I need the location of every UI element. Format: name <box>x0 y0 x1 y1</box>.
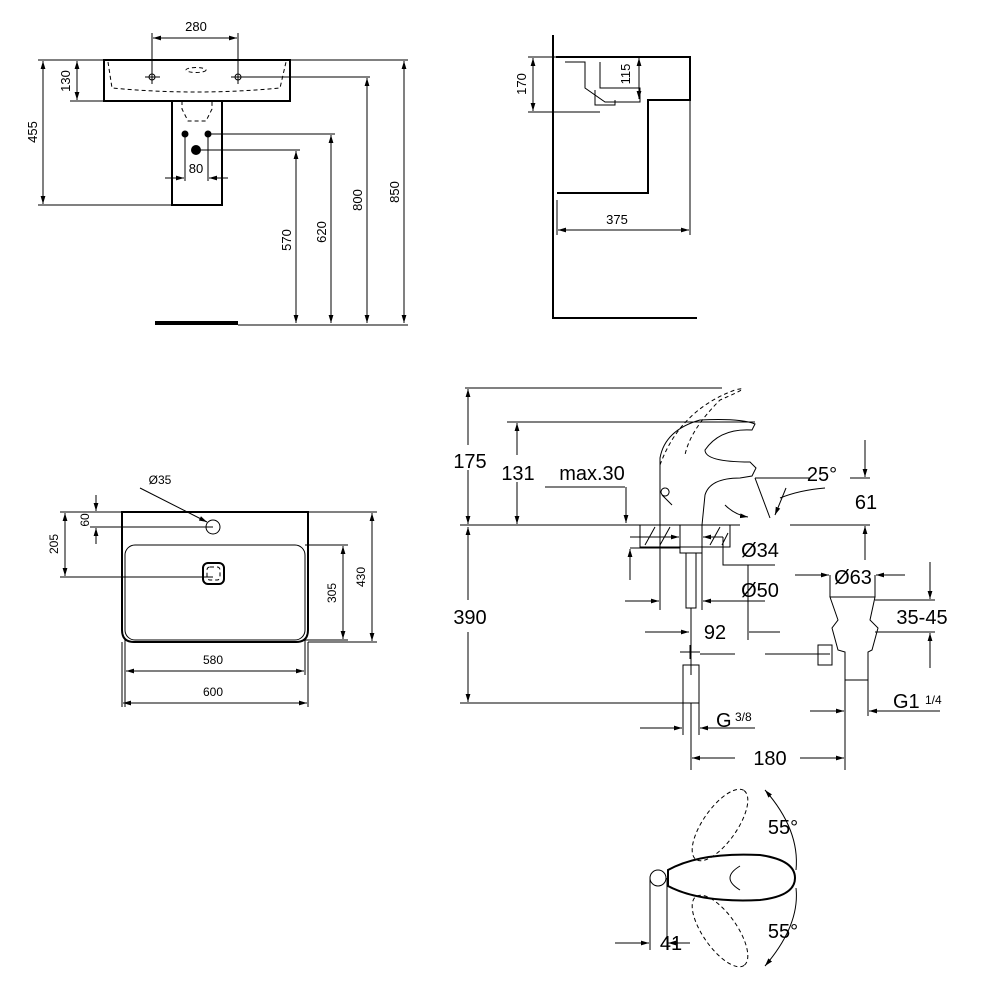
dim-rim-height: 850 <box>387 181 402 203</box>
dim-overflow-height: 130 <box>58 70 73 92</box>
front-view: 280 130 455 80 570 620 800 850 <box>25 19 408 326</box>
drain-inner <box>206 566 221 581</box>
dim-inner-width: 580 <box>203 653 223 667</box>
lever-detail <box>729 865 741 891</box>
basin-bowl-hidden <box>107 61 287 93</box>
pop-up-linkage <box>680 645 830 659</box>
dim-inner-depth: 305 <box>325 583 339 603</box>
faucet-dimensions <box>460 387 940 770</box>
drain <box>202 562 225 585</box>
dim-spout-reach: 92 <box>704 622 726 644</box>
tap-hole-marks <box>145 70 246 84</box>
dim-basin-height: 455 <box>25 121 40 143</box>
dim-max-thickness: max.30 <box>559 463 625 485</box>
faucet-top-view: 55° 55° 41 <box>615 788 798 968</box>
dim-outer-width: 600 <box>203 685 223 699</box>
dim-lever-height: 175 <box>453 451 486 473</box>
counter-top-section <box>639 524 731 548</box>
pop-up-knob <box>649 869 667 887</box>
bowl-profile <box>565 61 641 103</box>
front-dimensions <box>38 33 408 326</box>
side-dimensions <box>528 56 691 235</box>
dim-base-hole: Ø34 <box>741 540 779 562</box>
dim-pop-up-distance: 180 <box>753 748 786 770</box>
faucet-top-dimensions <box>615 789 797 967</box>
dim-waste-height: 570 <box>279 229 294 251</box>
dim-supply-thread-fraction: 3/8 <box>735 710 752 724</box>
dim-supply-thread: G <box>716 710 732 732</box>
top-dimensions <box>60 487 377 707</box>
basin-side-outline <box>556 56 691 194</box>
pop-up-rod-knob <box>660 487 673 506</box>
overflow-slot <box>185 67 207 73</box>
lever-top-outline <box>667 853 797 902</box>
dim-tap-spacing: 280 <box>185 19 207 34</box>
dim-total-depth: 170 <box>514 73 529 95</box>
bowl-top-outline <box>124 544 306 641</box>
dim-drain-offset: 205 <box>47 534 61 554</box>
dim-spout-clearance: 61 <box>855 492 877 514</box>
pop-up-waste <box>829 596 879 681</box>
basin-top-outline <box>121 511 309 643</box>
dim-tap-hole-offset: 60 <box>78 513 92 527</box>
dim-rotation-left: 55° <box>768 817 798 839</box>
dim-base-diameter: Ø50 <box>741 580 779 602</box>
dim-pipe-spacing: 80 <box>189 161 203 176</box>
dim-tap-hole-diameter: Ø35 <box>149 473 172 487</box>
hatching <box>644 526 729 546</box>
trap-profile <box>594 90 616 106</box>
dim-drain-range: 35-45 <box>896 607 947 629</box>
dim-drain-thread: G1 <box>893 691 920 713</box>
wall-and-floor <box>552 35 697 319</box>
faucet-side-view: 175 131 max.30 25° 61 390 Ø34 Ø50 92 Ø63… <box>453 387 948 770</box>
dim-hose-length: 390 <box>453 607 486 629</box>
trap-hidden <box>181 101 213 122</box>
pedestal-outline <box>171 101 223 206</box>
side-view: 170 115 375 <box>514 35 697 319</box>
dim-tap-height: 800 <box>350 189 365 211</box>
dim-bowl-depth: 115 <box>618 64 633 85</box>
flex-hose-upper <box>685 552 697 609</box>
basin-front-outline <box>103 59 291 102</box>
dim-projection: 375 <box>606 212 628 227</box>
dim-outer-depth: 430 <box>354 567 368 587</box>
mounting-stud <box>679 524 703 554</box>
lever-right-position <box>691 894 749 968</box>
dim-rotation-right: 55° <box>768 921 798 943</box>
faucet-body <box>659 419 757 526</box>
dim-spout-height: 131 <box>501 463 534 485</box>
waste-connector <box>817 644 833 666</box>
dim-spout-angle: 25° <box>807 464 837 486</box>
dim-lever-offset: 41 <box>660 933 682 955</box>
top-view: Ø35 60 205 305 430 580 600 <box>47 473 377 707</box>
lever-left-position <box>691 788 749 862</box>
dim-supply-height: 620 <box>314 221 329 243</box>
dim-drain-diameter: Ø63 <box>834 567 872 589</box>
lever-raised-position <box>659 388 743 466</box>
dim-drain-thread-fraction: 1/4 <box>925 693 942 707</box>
